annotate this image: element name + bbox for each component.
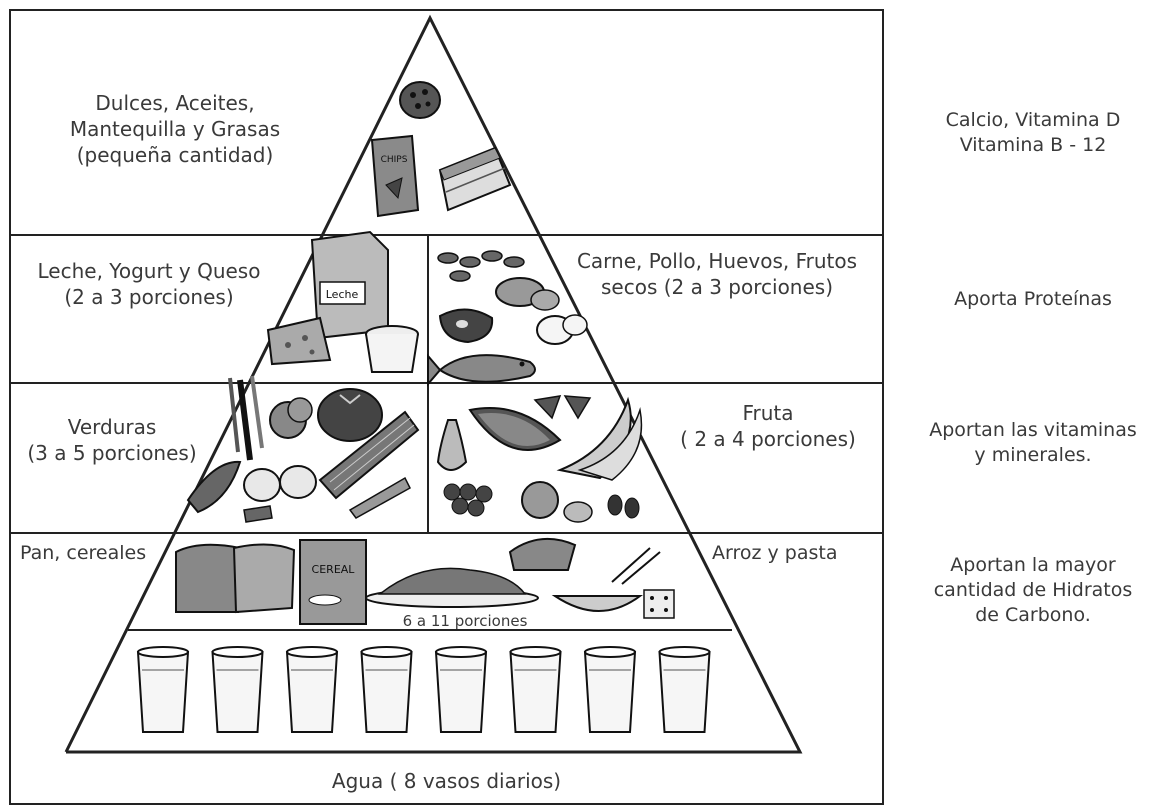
egg-icon [536, 314, 588, 345]
pyramid-outline [64, 14, 803, 754]
protein-label: Carne, Pollo, Huevos, Frutos secos (2 a … [556, 248, 878, 300]
chips-bag-icon: CHIPS [370, 134, 420, 218]
strawberry-icon [533, 395, 592, 420]
water-label: Agua ( 8 vasos diarios) [331, 769, 562, 793]
pasta-plate-icon [365, 567, 539, 608]
dairy-label: Leche, Yogurt y Queso (2 a 3 porciones) [14, 258, 284, 310]
fish-icon [427, 353, 536, 387]
milk-carton-icon: Leche [310, 230, 389, 340]
water-glass-icon [285, 646, 339, 733]
broccoli-icon [269, 397, 313, 439]
carrot-icon [243, 476, 411, 523]
milk-label: Leche [326, 288, 359, 301]
side-note-dairy: Calcio, Vitamina D Vitamina B - 12 [900, 108, 1166, 158]
cheese-icon [266, 316, 332, 366]
sweets-line-2: Mantequilla y Grasas [69, 117, 281, 141]
cake-slice-icon [438, 146, 512, 212]
frame-border [9, 9, 884, 805]
pear-icon [436, 419, 468, 471]
banana-icon [556, 396, 643, 481]
sweets-line-1: Dulces, Aceites, [95, 91, 255, 115]
cracker-icon [643, 589, 675, 619]
cereal-box-icon: CEREAL [299, 539, 367, 625]
garlic-icon [243, 465, 317, 502]
side-note-grains-line-3: de Carbono. [975, 604, 1091, 626]
fruit-line-2: ( 2 a 4 porciones) [680, 427, 856, 451]
protein-line-1: Carne, Pollo, Huevos, Frutos [576, 249, 858, 273]
water-glass-icon [211, 646, 264, 733]
sweets-line-3: (pequeña cantidad) [76, 143, 274, 167]
dairy-line-1: Leche, Yogurt y Queso [37, 259, 261, 283]
water-glass-icon [509, 646, 562, 733]
vegetables-line-1: Verduras [67, 415, 157, 439]
vegetables-label: Verduras (3 a 5 porciones) [12, 414, 212, 466]
bread-icon [175, 543, 296, 614]
water-glass-icon [360, 646, 413, 733]
rice-bowl-icon [551, 547, 661, 612]
side-note-produce-line-1: Aportan las vitaminas [929, 419, 1137, 441]
grapes-icon [443, 483, 493, 517]
watermelon-icon [468, 407, 562, 451]
side-note-produce-line-2: y minerales. [974, 444, 1092, 466]
cookie-icon [399, 81, 441, 119]
water-glass-icon [658, 646, 711, 733]
side-note-grains-line-1: Aportan la mayor [950, 554, 1116, 576]
steak-icon [438, 308, 494, 344]
water-glass-icon [136, 646, 190, 733]
peach-icon [521, 481, 593, 523]
dairy-line-2: (2 a 3 porciones) [64, 285, 234, 309]
leek-icon [228, 375, 264, 461]
side-note-grains: Aportan la mayor cantidad de Hidratos de… [900, 553, 1166, 628]
pea-pod-icon [186, 460, 242, 514]
grains-left-label: Pan, cereales [20, 542, 147, 564]
cereal-label: CEREAL [312, 563, 356, 576]
grains-portions-label: 6 a 11 porciones [402, 612, 528, 630]
water-glasses [136, 646, 711, 733]
corn-icon [318, 410, 420, 500]
plums-icon [607, 494, 640, 519]
tomato-icon [317, 388, 383, 442]
side-note-produce: Aportan las vitaminas y minerales. [900, 418, 1166, 468]
side-note-dairy-line-1: Calcio, Vitamina D [945, 109, 1121, 131]
side-note-protein: Aporta Proteínas [900, 287, 1166, 312]
nuts-icon [437, 250, 525, 282]
side-note-grains-line-2: cantidad de Hidratos [933, 579, 1133, 601]
chicken-icon [495, 277, 560, 311]
fruit-label: Fruta ( 2 a 4 porciones) [668, 400, 868, 452]
protein-line-2: secos (2 a 3 porciones) [600, 275, 834, 299]
bread-loaf-icon [508, 537, 577, 571]
sweets-label: Dulces, Aceites, Mantequilla y Grasas (p… [55, 90, 295, 168]
side-note-dairy-line-2: Vitamina B - 12 [959, 134, 1107, 156]
water-glass-icon [434, 646, 488, 733]
fruit-line-1: Fruta [742, 401, 794, 425]
grains-right-label: Arroz y pasta [712, 542, 838, 564]
yogurt-cup-icon [365, 325, 419, 373]
side-note-protein-line-1: Aporta Proteínas [954, 288, 1112, 310]
vegetables-line-2: (3 a 5 porciones) [27, 441, 197, 465]
water-glass-icon [583, 646, 637, 733]
chips-label: CHIPS [381, 155, 408, 165]
